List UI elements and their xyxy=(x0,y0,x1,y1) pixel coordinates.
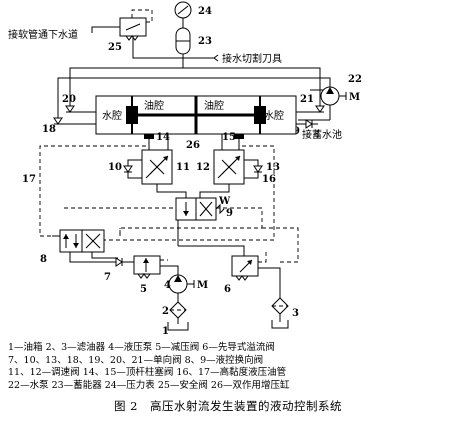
directional-valve-9 xyxy=(175,197,225,221)
pilot-line-16 xyxy=(104,145,275,241)
water-manifold-top xyxy=(69,67,321,100)
pilot-line-17 xyxy=(39,145,150,237)
label-oil-chamber-left: 油腔 xyxy=(144,99,164,112)
label-oil-chamber-right: 油腔 xyxy=(204,99,224,112)
label-water-chamber-right: 水腔 xyxy=(264,109,284,122)
num-20: 20 xyxy=(62,94,76,105)
num-22: 22 xyxy=(348,74,362,85)
check-valve-13 xyxy=(244,159,263,179)
relief-line xyxy=(132,36,185,59)
pressure-gauge-24 xyxy=(174,1,192,19)
pilot-w: W xyxy=(218,196,231,207)
num-25: 25 xyxy=(108,42,122,53)
speed-valve-12 xyxy=(213,149,245,185)
legend-line-2: 7、10、13、18、19、20、21—单向阀 8、9—液控换向阀 xyxy=(8,354,264,366)
water-pump-22 xyxy=(320,86,347,106)
label-water-chamber-left: 水腔 xyxy=(102,109,122,122)
num-9: 9 xyxy=(226,208,233,219)
check-valve-19 xyxy=(296,119,318,129)
num-13: 13 xyxy=(266,162,280,173)
num-21: 21 xyxy=(300,94,314,105)
pilot-relief-valve-6 xyxy=(231,252,267,281)
num-24: 24 xyxy=(198,6,212,17)
label-cutter: 接水切割刀具 xyxy=(222,52,282,65)
num-5: 5 xyxy=(140,284,147,295)
check-valve-21 xyxy=(296,100,325,113)
label-tank-inlet: 接蓄水池 xyxy=(302,128,342,141)
check-valve-7 xyxy=(108,257,134,267)
num-7: 7 xyxy=(104,272,111,283)
return-line xyxy=(258,267,281,298)
pump-motor-m: M xyxy=(349,92,360,103)
num-2: 2 xyxy=(162,306,169,317)
legend-line-1: 1—油箱 2、3—滤油器 4—液压泵 5—减压阀 6—先导式溢流阀 xyxy=(8,342,275,353)
legend-line-4: 22—水泵 23—蓄能器 24—压力表 25—安全阀 26—双作用增压缸 xyxy=(8,379,290,391)
num-23: 23 xyxy=(198,36,212,47)
figure-caption: 图 2 高压水射流发生装置的液动控制系统 xyxy=(114,399,342,413)
num-8: 8 xyxy=(40,254,47,265)
accumulator-23 xyxy=(175,27,191,55)
check-valve-10 xyxy=(123,159,142,179)
filter-3 xyxy=(271,297,289,315)
safety-valve-25 xyxy=(119,9,153,41)
hydraulic-pump-4 xyxy=(168,274,195,294)
num-17: 17 xyxy=(22,174,36,185)
label-hose-outlet: 接软管通下水道 xyxy=(8,28,78,41)
legend: 1—油箱 2、3—滤油器 4—液压泵 5—减压阀 6—先导式溢流阀 7、10、1… xyxy=(8,342,448,392)
num-18: 18 xyxy=(42,124,56,135)
num-26: 26 xyxy=(186,140,200,151)
directional-valve-8 xyxy=(52,229,105,253)
num-14: 14 xyxy=(156,132,170,143)
num-12: 12 xyxy=(196,162,210,173)
speed-valve-11 xyxy=(141,149,173,185)
filter-2 xyxy=(169,301,187,319)
legend-line-3: 11、12—调速阀 14、15—顶杆柱塞阀 16、17—高黏度液压油管 xyxy=(8,367,287,378)
num-1: 1 xyxy=(162,326,169,337)
num-16: 16 xyxy=(262,174,276,185)
hydraulic-schematic: 接软管通下水道 25 24 23 接水切割刀具 22 M 接蓄水池 20 xyxy=(8,1,362,337)
check-valve-20 xyxy=(65,100,96,113)
num-15: 15 xyxy=(222,132,236,143)
hose-outlet-line xyxy=(91,26,120,33)
intensifier-cylinder-26 xyxy=(95,95,297,135)
reducing-valve-5 xyxy=(133,255,168,279)
check-valve-18 xyxy=(53,112,96,125)
num-3: 3 xyxy=(292,308,299,319)
num-4: 4 xyxy=(164,280,171,291)
num-6: 6 xyxy=(224,284,231,295)
pump4-motor-m: M xyxy=(197,280,208,291)
num-10: 10 xyxy=(108,162,122,173)
num-11: 11 xyxy=(176,162,190,173)
oil-tank-1 xyxy=(167,322,189,331)
